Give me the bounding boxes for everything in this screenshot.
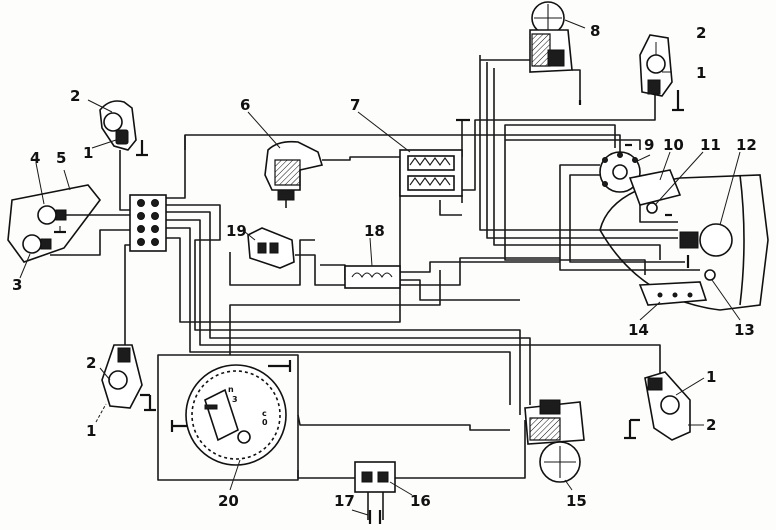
choke-coil <box>344 265 401 289</box>
regulator <box>247 227 295 269</box>
label-8: 8 <box>590 22 600 40</box>
callout-labels: 2 1 4 5 3 6 7 8 2 1 9 10 11 12 13 14 18 … <box>12 22 757 510</box>
leader-lines <box>19 19 741 516</box>
label-17: 17 <box>334 492 355 510</box>
connector <box>354 461 396 524</box>
label-10: 10 <box>663 136 684 154</box>
label-1-top-left: 1 <box>83 144 93 162</box>
ground-symbols <box>136 90 690 440</box>
label-12: 12 <box>736 136 757 154</box>
label-1-top-right: 1 <box>696 64 706 82</box>
label-15: 15 <box>566 492 587 510</box>
label-19: 19 <box>226 222 247 240</box>
wiring-harness <box>50 55 700 520</box>
generator-mark-n: n <box>228 385 234 394</box>
contact-unit <box>524 399 585 483</box>
label-3: 3 <box>12 276 22 294</box>
ignition-coil <box>399 149 463 197</box>
label-9: 9 <box>644 136 654 154</box>
headlight-housing <box>599 169 769 311</box>
turn-signal-top-left <box>99 100 137 151</box>
label-2-bottom-right: 2 <box>706 416 716 434</box>
label-14: 14 <box>628 321 649 339</box>
turn-switch <box>599 151 641 193</box>
turn-signal-top-right <box>639 34 673 97</box>
label-1-bottom-right: 1 <box>706 368 716 386</box>
label-1-bottom-left: 1 <box>86 422 96 440</box>
label-18: 18 <box>364 222 385 240</box>
label-6: 6 <box>240 96 250 114</box>
label-2-top-right: 2 <box>696 24 706 42</box>
label-16: 16 <box>410 492 431 510</box>
generator-mark-3: 3 <box>232 395 238 404</box>
label-2-top-left: 2 <box>70 87 80 105</box>
generator-mark-c: c <box>262 409 267 418</box>
turn-signal-bottom-right <box>644 371 691 441</box>
tail-light-assembly <box>7 184 102 263</box>
label-4: 4 <box>30 149 40 167</box>
turn-signal-bottom-left <box>101 344 143 409</box>
label-20: 20 <box>218 492 239 510</box>
label-11: 11 <box>700 136 721 154</box>
horn <box>529 1 573 73</box>
spark-plug-cap <box>264 140 324 208</box>
label-2-bottom-left: 2 <box>86 354 96 372</box>
generator-mark-0: 0 <box>262 418 268 427</box>
label-13: 13 <box>734 321 755 339</box>
generator: n 3 c 0 <box>185 364 287 466</box>
label-7: 7 <box>350 96 360 114</box>
terminal-block <box>129 194 167 252</box>
label-5: 5 <box>56 149 66 167</box>
